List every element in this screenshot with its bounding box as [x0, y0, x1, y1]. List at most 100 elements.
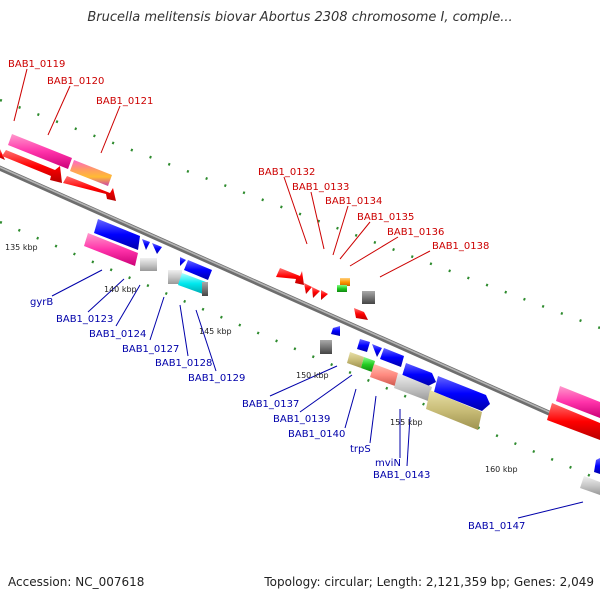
gene-label-BAB1_0136[interactable]: BAB1_0136: [387, 227, 444, 238]
gene-arrow: [184, 260, 212, 280]
gene-label-BAB1_0143[interactable]: BAB1_0143: [373, 470, 430, 481]
gene-label-BAB1_0120[interactable]: BAB1_0120: [47, 76, 104, 87]
scale-labels: 135 kbp 140 kbp 145 kbp 150 kbp 155 kbp …: [5, 243, 518, 474]
forward-label-leaders: [13, 68, 431, 278]
scale-label-160-kbp: 160 kbp: [485, 465, 518, 474]
gene-label-BAB1_0135[interactable]: BAB1_0135: [357, 212, 414, 223]
leader-line: [349, 236, 399, 267]
scale-label-155-kbp: 155 kbp: [390, 418, 423, 427]
gene-label-BAB1_0140[interactable]: BAB1_0140: [288, 429, 345, 440]
gene-arrow: [361, 357, 375, 372]
gene-label-BAB1_0134[interactable]: BAB1_0134: [325, 196, 382, 207]
gene-label-BAB1_0128[interactable]: BAB1_0128: [155, 358, 212, 369]
gene-arrow: [84, 233, 138, 266]
leader-line: [47, 85, 71, 136]
gene-label-trpS[interactable]: trpS: [350, 444, 371, 455]
chromosome-backbone-highlight: [0, 166, 600, 436]
gene-arrow: [63, 176, 116, 201]
leader-line: [149, 296, 165, 341]
leader-line: [51, 269, 103, 297]
reverse-label-leaders: [51, 269, 584, 519]
gene-label-BAB1_0139[interactable]: BAB1_0139: [273, 414, 330, 425]
gene-box: [168, 270, 182, 284]
gene-arrow: [152, 243, 162, 254]
gene-box: [362, 291, 375, 304]
map-title: Brucella melitensis biovar Abortus 2308 …: [87, 10, 513, 25]
gene-arrow: [347, 352, 364, 368]
gene-label-mviN[interactable]: mviN: [375, 458, 401, 469]
gene-arrow: [426, 390, 482, 430]
gene-arrow: [304, 283, 312, 294]
accession-label: Accession: NC_007618: [8, 575, 145, 589]
leader-line: [339, 221, 371, 260]
gene-arrow: [331, 326, 340, 336]
gene-arrow: [0, 149, 5, 160]
gene-arrow: [354, 308, 368, 320]
gene-label-BAB1_0124[interactable]: BAB1_0124: [89, 329, 146, 340]
chromosome-backbone: [0, 165, 600, 439]
scale-label-150-kbp: 150 kbp: [296, 371, 329, 380]
gene-arrow: [178, 273, 206, 294]
gene-box: [340, 278, 350, 286]
leader-line: [115, 284, 141, 327]
gene-label-BAB1_0133[interactable]: BAB1_0133: [292, 182, 349, 193]
gene-arrow: [594, 458, 600, 474]
leader-line: [379, 250, 431, 278]
gene-arrow: [276, 268, 304, 285]
leader-line: [344, 388, 357, 429]
gene-box: [140, 258, 157, 271]
gene-label-BAB1_0147[interactable]: BAB1_0147: [468, 521, 525, 532]
gene-arrow: [8, 134, 72, 169]
gene-arrow: [180, 257, 186, 266]
leader-line: [269, 365, 338, 397]
gene-arrow: [372, 344, 382, 357]
forward-gene-labels: BAB1_0119 BAB1_0120 BAB1_0121 BAB1_0132 …: [8, 59, 489, 252]
gene-arrow: [321, 290, 328, 300]
gene-box: [320, 340, 332, 354]
gene-arrow: [312, 287, 320, 298]
gene-label-BAB1_0132[interactable]: BAB1_0132: [258, 167, 315, 178]
gene-label-gyrB[interactable]: gyrB: [30, 297, 53, 308]
gene-arrow: [2, 150, 62, 183]
gene-arrow: [402, 363, 436, 386]
leader-line: [179, 304, 189, 357]
reverse-gene-labels: gyrB BAB1_0123 BAB1_0124 BAB1_0127 BAB1_…: [30, 297, 525, 532]
gene-arrow: [70, 160, 112, 186]
gene-arrow: [142, 239, 150, 250]
gene-arrow: [394, 373, 432, 401]
gene-box: [202, 282, 208, 296]
leader-line: [13, 68, 28, 122]
gene-arrow: [370, 364, 398, 386]
leader-line: [332, 205, 349, 256]
scale-label-135-kbp: 135 kbp: [5, 243, 38, 252]
gene-label-BAB1_0121[interactable]: BAB1_0121: [96, 96, 153, 107]
topology-label: Topology: circular; Length: 2,121,359 bp…: [264, 575, 594, 589]
scale-label-145-kbp: 145 kbp: [199, 327, 232, 336]
reverse-strand: [84, 219, 600, 495]
leader-line: [87, 278, 125, 313]
leader-line: [299, 374, 353, 413]
gene-arrow: [547, 403, 600, 440]
gene-arrow: [556, 386, 600, 418]
gene-label-BAB1_0129[interactable]: BAB1_0129: [188, 373, 245, 384]
gene-label-BAB1_0123[interactable]: BAB1_0123: [56, 314, 113, 325]
gene-box: [337, 285, 347, 292]
gene-label-BAB1_0137[interactable]: BAB1_0137: [242, 399, 299, 410]
gene-arrow: [580, 476, 600, 495]
leader-line: [283, 176, 308, 245]
leader-line: [100, 105, 121, 154]
gene-label-BAB1_0127[interactable]: BAB1_0127: [122, 344, 179, 355]
grid-dots-inner: [0, 220, 600, 482]
forward-strand: [0, 134, 600, 440]
gene-label-BAB1_0138[interactable]: BAB1_0138: [432, 241, 489, 252]
gene-label-BAB1_0119[interactable]: BAB1_0119: [8, 59, 65, 70]
gene-arrow: [357, 339, 370, 352]
grid-dots-outer: [0, 98, 600, 330]
leader-line: [369, 395, 377, 444]
gene-arrow: [434, 376, 490, 411]
gene-arrow: [94, 219, 140, 250]
scale-label-140-kbp: 140 kbp: [104, 285, 137, 294]
leader-line: [310, 191, 325, 250]
leader-line: [517, 501, 584, 519]
